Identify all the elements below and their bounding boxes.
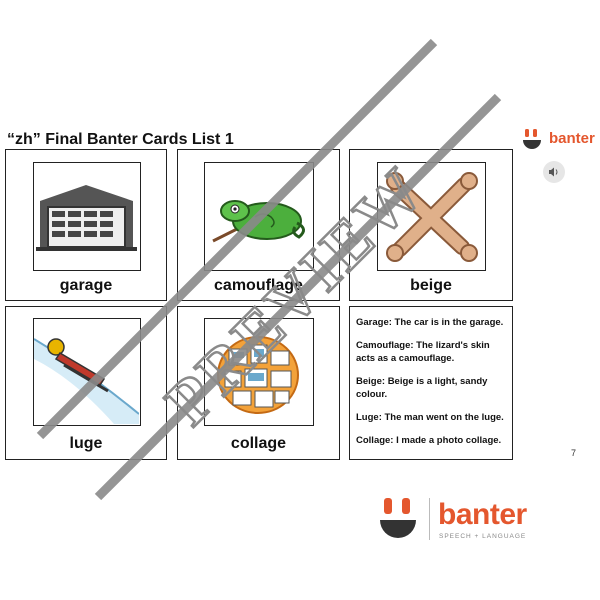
sentence-beige: Beige: Beige is a light, sandy colour.: [356, 376, 488, 400]
sentences-card: Garage: The car is in the garage. Camouf…: [349, 306, 513, 460]
card-word: beige: [410, 277, 452, 294]
banter-logo-small: banter: [521, 128, 600, 154]
banter-logo-large: banter SPEECH + LANGUAGE: [376, 496, 556, 546]
logo-tagline: SPEECH + LANGUAGE: [439, 533, 527, 540]
bone-icon: [386, 172, 478, 262]
word-card-collage[interactable]: collage: [177, 306, 340, 460]
word-card-beige[interactable]: beige: [349, 149, 513, 301]
sentence-collage: Collage: I made a photo collage.: [356, 435, 502, 446]
audio-play-button[interactable]: [543, 161, 565, 183]
logo-brand-text: banter: [438, 498, 527, 531]
banter-mark-icon: [523, 129, 541, 149]
card-image-frame: [204, 162, 314, 271]
card-word: garage: [59, 277, 113, 294]
chameleon-icon: [212, 200, 305, 243]
garage-icon: [36, 185, 137, 251]
logo-brand-text: banter: [549, 130, 595, 147]
card-image-frame: [33, 318, 141, 426]
card-image-frame: [377, 162, 486, 271]
sentence-luge: Luge: The man went on the luge.: [356, 412, 504, 423]
photo-collage-icon: [217, 336, 299, 414]
page-title: “zh” Final Banter Cards List 1: [7, 131, 234, 148]
banter-mark-icon: [380, 498, 416, 538]
card-word: luge: [69, 435, 103, 452]
card-word: collage: [230, 435, 287, 452]
card-image-frame: [33, 162, 141, 271]
card-image-frame: [204, 318, 314, 426]
speaker-icon: [549, 167, 558, 177]
word-card-luge[interactable]: luge: [5, 306, 167, 460]
word-card-garage[interactable]: garage: [5, 149, 167, 301]
luge-icon: [34, 338, 140, 424]
logo-divider: [429, 498, 430, 540]
sentence-camouflage: Camouflage: The lizard's skin acts as a …: [356, 340, 490, 364]
word-card-camouflage[interactable]: camouflage: [177, 149, 340, 301]
page-number: 7: [571, 448, 577, 458]
card-word: camouflage: [214, 277, 303, 294]
sentence-garage: Garage: The car is in the garage.: [356, 317, 504, 328]
